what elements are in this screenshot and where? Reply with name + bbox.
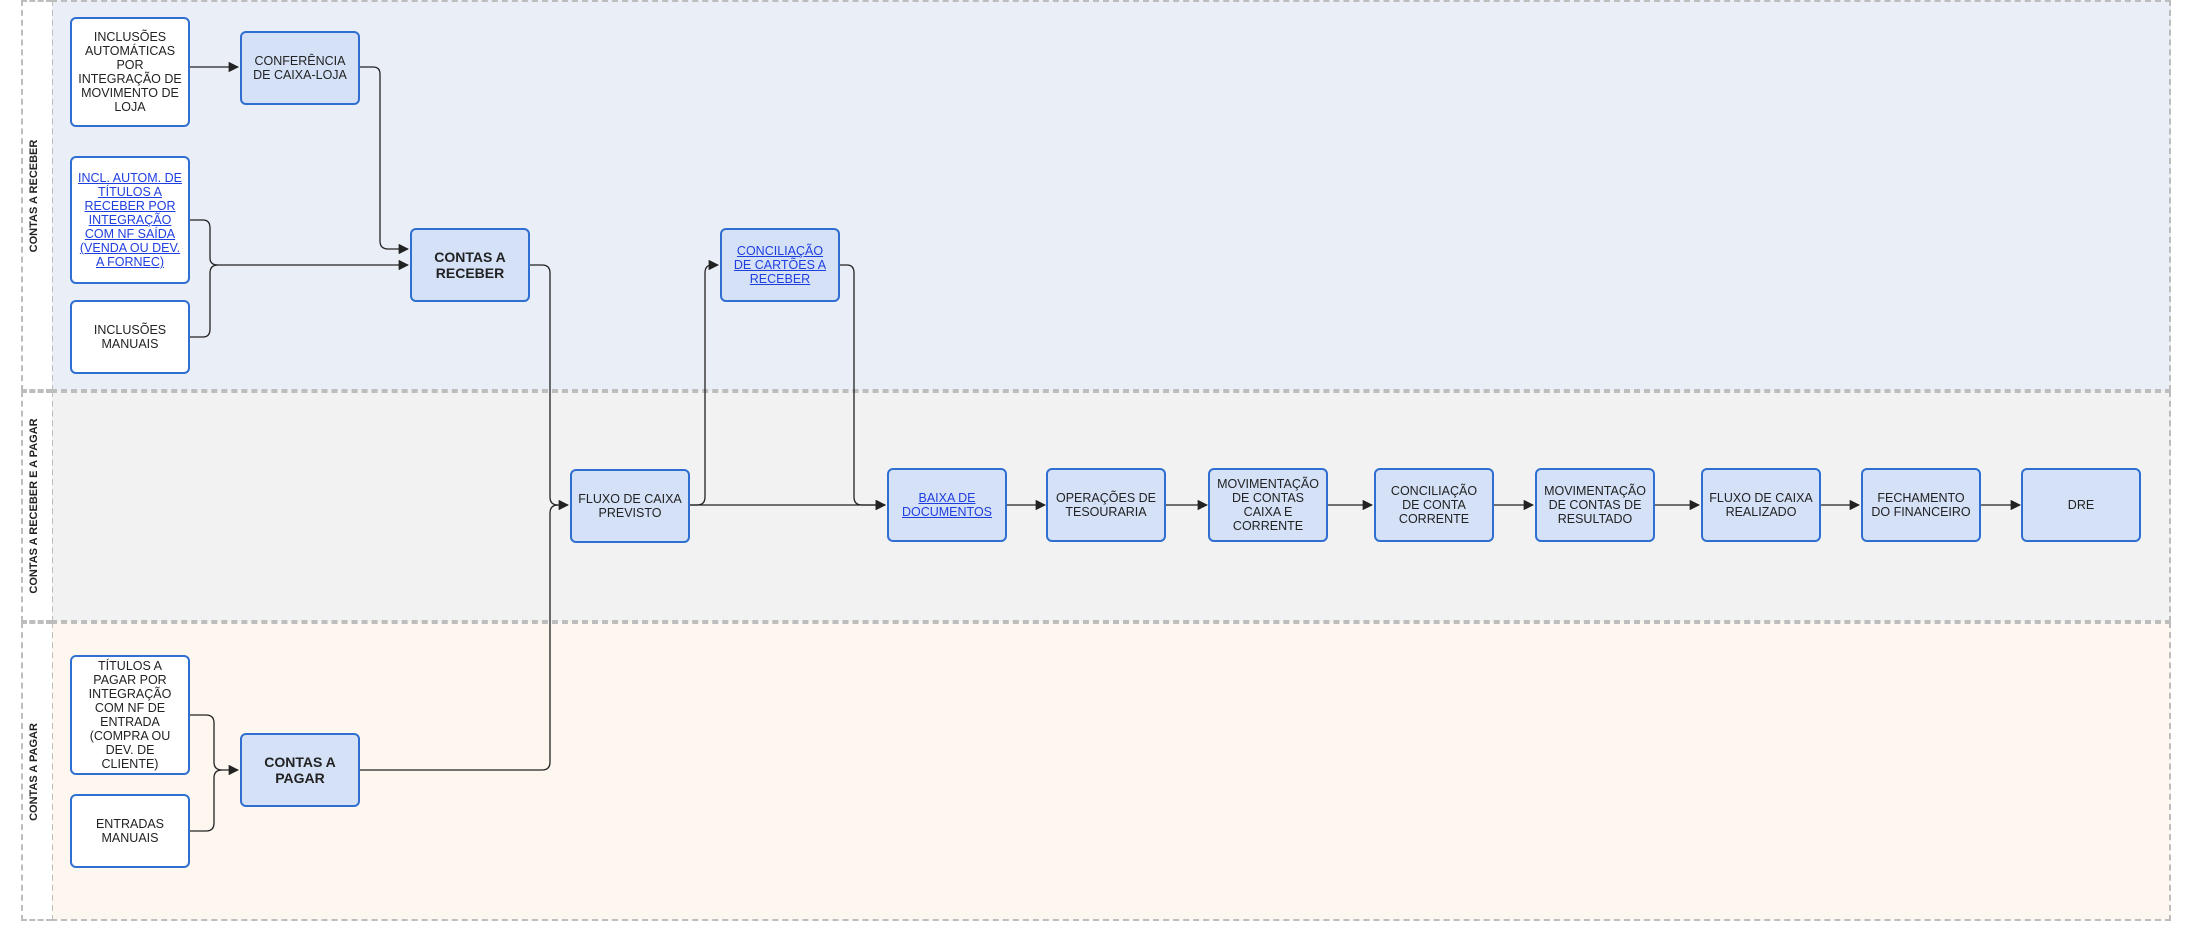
node-contas-a-pagar[interactable]: CONTAS A PAGAR bbox=[240, 733, 360, 807]
node-conferencia-caixa-loja-label: CONFERÊNCIA DE CAIXA-LOJA bbox=[253, 54, 347, 82]
edge-titulos-pagar-to-contas-pagar bbox=[190, 714, 240, 776]
edge-entradas-manuais-to-contas-pagar bbox=[190, 769, 223, 832]
edge-conciliacao-cartoes-to-baixa bbox=[840, 264, 887, 511]
node-inclusoes-manuais[interactable]: INCLUSÕES MANUAIS bbox=[70, 300, 190, 374]
node-conciliacao-cartoes-link[interactable]: CONCILIAÇÃO DE CARTÕES A RECEBER bbox=[733, 244, 827, 286]
node-inclusoes-manuais-label: INCLUSÕES MANUAIS bbox=[93, 323, 167, 351]
node-titulos-a-pagar[interactable]: TÍTULOS A PAGAR POR INTEGRAÇÃO COM NF DE… bbox=[70, 655, 190, 775]
node-dre[interactable]: DRE bbox=[2021, 468, 2141, 542]
node-incl-autom-titulos-receber[interactable]: INCL. AUTOM. DE TÍTULOS A RECEBER POR IN… bbox=[70, 156, 190, 284]
node-inclusoes-automaticas[interactable]: INCLUSÕES AUTOMÁTICAS POR INTEGRAÇÃO DE … bbox=[70, 17, 190, 127]
node-fluxo-caixa-previsto-label: FLUXO DE CAIXA PREVISTO bbox=[578, 492, 682, 520]
node-movimentacao-contas-caixa[interactable]: MOVIMENTAÇÃO DE CONTAS CAIXA E CORRENTE bbox=[1208, 468, 1328, 542]
node-entradas-manuais-label: ENTRADAS MANUAIS bbox=[95, 817, 165, 845]
lane-contas-a-pagar bbox=[51, 622, 2171, 921]
node-titulos-a-pagar-label: TÍTULOS A PAGAR POR INTEGRAÇÃO COM NF DE… bbox=[88, 659, 172, 771]
edge-fluxo-previsto-to-conciliacao-cartoes bbox=[690, 259, 720, 506]
edge-contas-pagar-to-fluxo-previsto bbox=[360, 504, 559, 771]
lane-label-col-pagar bbox=[21, 622, 52, 921]
node-fluxo-caixa-realizado-label: FLUXO DE CAIXA REALIZADO bbox=[1709, 491, 1813, 519]
node-fechamento-financeiro[interactable]: FECHAMENTO DO FINANCEIRO bbox=[1861, 468, 1981, 542]
lane-label-col-ambos bbox=[21, 391, 52, 622]
edge-incl-autom-to-contas-receber bbox=[190, 219, 410, 271]
node-movimentacao-contas-caixa-label: MOVIMENTAÇÃO DE CONTAS CAIXA E CORRENTE bbox=[1217, 477, 1319, 533]
node-contas-a-pagar-label: CONTAS A PAGAR bbox=[264, 754, 336, 786]
node-contas-a-receber-label: CONTAS A RECEBER bbox=[434, 249, 506, 281]
node-operacoes-tesouraria-label: OPERAÇÕES DE TESOURARIA bbox=[1055, 491, 1157, 519]
node-contas-a-receber[interactable]: CONTAS A RECEBER bbox=[410, 228, 530, 302]
node-conciliacao-cartoes[interactable]: CONCILIAÇÃO DE CARTÕES A RECEBER bbox=[720, 228, 840, 302]
node-fluxo-caixa-realizado[interactable]: FLUXO DE CAIXA REALIZADO bbox=[1701, 468, 1821, 542]
node-conferencia-caixa-loja[interactable]: CONFERÊNCIA DE CAIXA-LOJA bbox=[240, 31, 360, 105]
node-fluxo-caixa-previsto[interactable]: FLUXO DE CAIXA PREVISTO bbox=[570, 469, 690, 543]
lane-contas-a-receber bbox=[51, 0, 2171, 391]
node-incl-autom-titulos-receber-link[interactable]: INCL. AUTOM. DE TÍTULOS A RECEBER POR IN… bbox=[78, 171, 182, 269]
node-movimentacao-contas-resultado[interactable]: MOVIMENTAÇÃO DE CONTAS DE RESULTADO bbox=[1535, 468, 1655, 542]
edge-inclusoes-manuais-to-contas-receber bbox=[190, 264, 219, 338]
edge-contas-receber-to-fluxo-previsto bbox=[530, 264, 570, 511]
node-dre-label: DRE bbox=[2067, 498, 2095, 512]
node-entradas-manuais[interactable]: ENTRADAS MANUAIS bbox=[70, 794, 190, 868]
node-movimentacao-contas-resultado-label: MOVIMENTAÇÃO DE CONTAS DE RESULTADO bbox=[1544, 484, 1646, 526]
node-inclusoes-automaticas-label: INCLUSÕES AUTOMÁTICAS POR INTEGRAÇÃO DE … bbox=[78, 30, 182, 114]
node-baixa-documentos[interactable]: BAIXA DE DOCUMENTOS bbox=[887, 468, 1007, 542]
node-conciliacao-conta-corrente-label: CONCILIAÇÃO DE CONTA CORRENTE bbox=[1390, 484, 1478, 526]
node-fechamento-financeiro-label: FECHAMENTO DO FINANCEIRO bbox=[1871, 491, 1971, 519]
node-baixa-documentos-link[interactable]: BAIXA DE DOCUMENTOS bbox=[901, 491, 993, 519]
node-operacoes-tesouraria[interactable]: OPERAÇÕES DE TESOURARIA bbox=[1046, 468, 1166, 542]
edge-conferencia-to-contas-receber bbox=[360, 66, 410, 255]
node-conciliacao-conta-corrente[interactable]: CONCILIAÇÃO DE CONTA CORRENTE bbox=[1374, 468, 1494, 542]
lane-label-col-receber bbox=[21, 0, 52, 391]
